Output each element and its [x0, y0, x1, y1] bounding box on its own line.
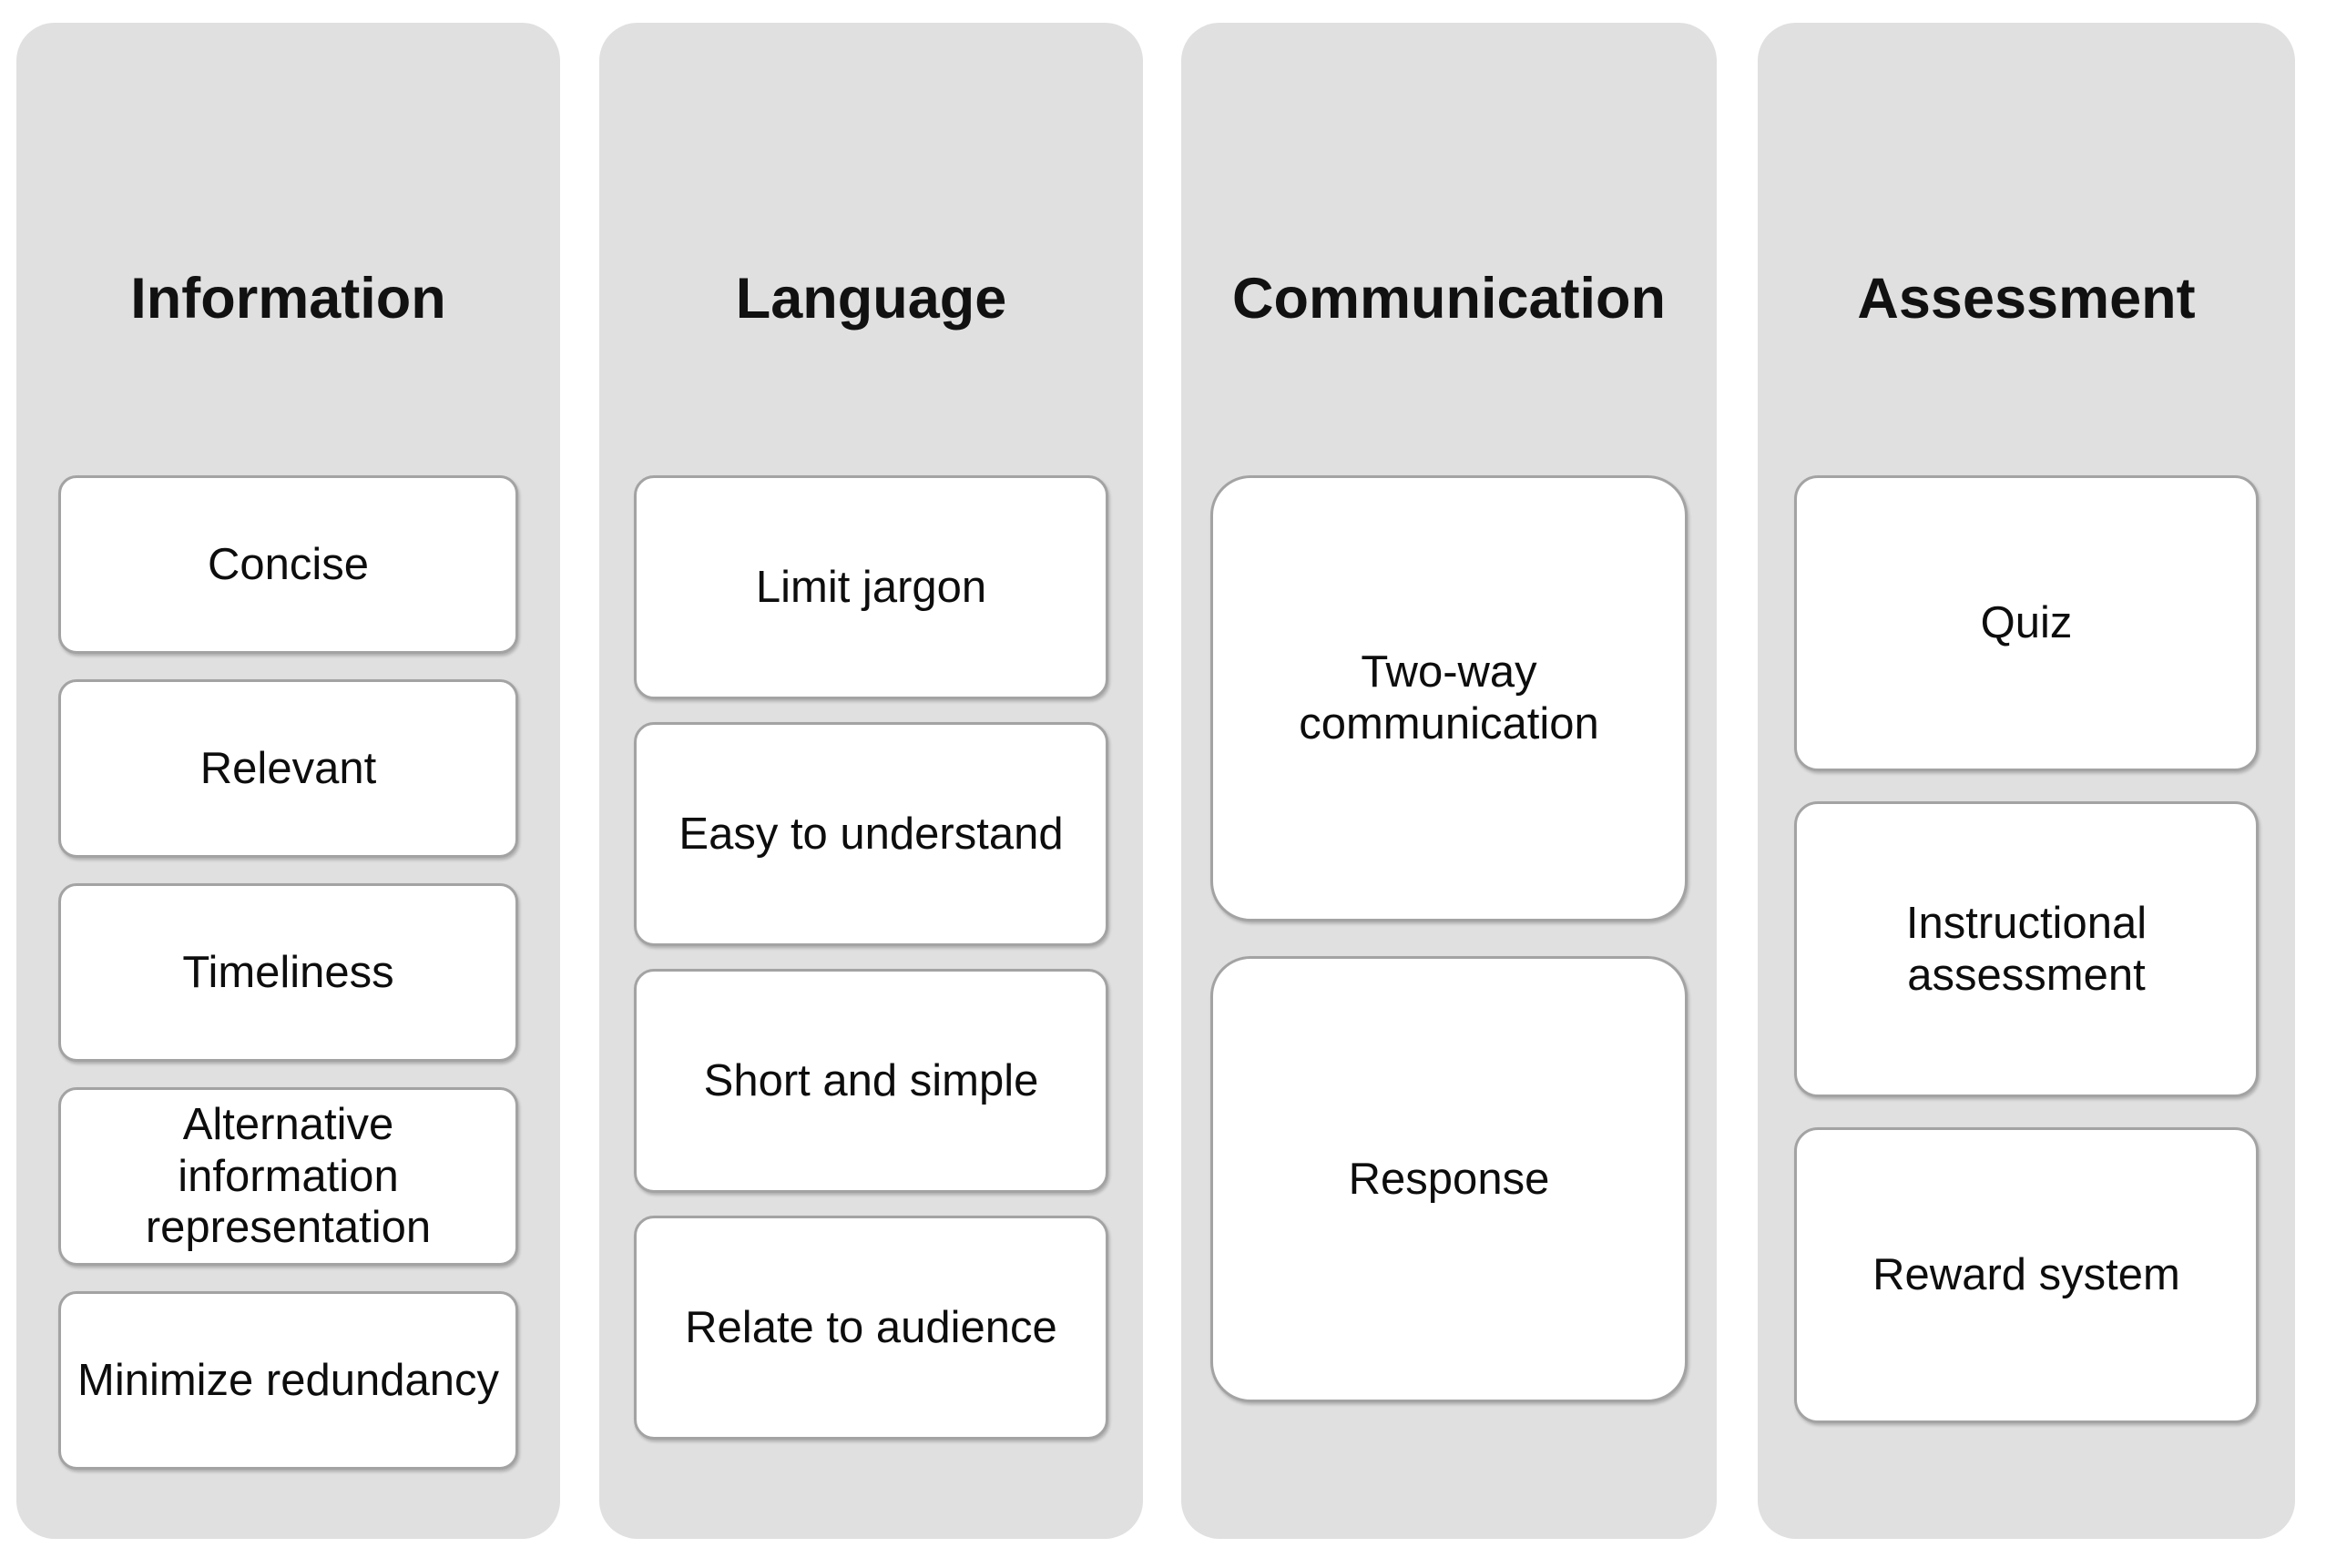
item-box-relate-to-audience[interactable]: Relate to audience: [634, 1216, 1108, 1440]
item-label: Timeliness: [182, 947, 394, 997]
item-label: Quiz: [1980, 598, 2073, 648]
item-label: Relate to audience: [685, 1302, 1057, 1352]
column-title-information: Information: [130, 267, 446, 331]
column-title-assessment: Assessment: [1857, 267, 2196, 331]
item-label: Concise: [207, 539, 370, 589]
item-box-quiz[interactable]: Quiz: [1794, 475, 2259, 771]
item-box-alternative-information-representation[interactable]: Alternative information representation: [58, 1087, 518, 1266]
item-box-easy-to-understand[interactable]: Easy to understand: [634, 722, 1108, 946]
item-label: Response: [1348, 1154, 1550, 1204]
item-label: Short and simple: [703, 1055, 1039, 1105]
column-items-communication: Two-way communication Response: [1181, 475, 1717, 1402]
item-label: Minimize redundancy: [77, 1355, 499, 1405]
column-items-assessment: Quiz Instructional assessment Reward sys…: [1758, 475, 2295, 1423]
item-box-response[interactable]: Response: [1210, 956, 1688, 1402]
item-box-minimize-redundancy[interactable]: Minimize redundancy: [58, 1291, 518, 1470]
item-box-timeliness[interactable]: Timeliness: [58, 883, 518, 1062]
column-items-language: Limit jargon Easy to understand Short an…: [599, 475, 1143, 1440]
column-panel-information: Information Concise Relevant Timeliness …: [16, 23, 560, 1539]
item-label: Easy to understand: [678, 809, 1064, 859]
item-box-instructional-assessment[interactable]: Instructional assessment: [1794, 801, 2259, 1097]
item-box-concise[interactable]: Concise: [58, 475, 518, 654]
item-box-limit-jargon[interactable]: Limit jargon: [634, 475, 1108, 699]
item-label: Reward system: [1872, 1250, 2180, 1300]
column-panel-assessment: Assessment Quiz Instructional assessment…: [1758, 23, 2295, 1539]
item-box-relevant[interactable]: Relevant: [58, 679, 518, 858]
item-label: Relevant: [199, 743, 377, 793]
column-title-language: Language: [735, 267, 1007, 331]
item-box-short-and-simple[interactable]: Short and simple: [634, 969, 1108, 1193]
item-box-reward-system[interactable]: Reward system: [1794, 1127, 2259, 1423]
item-label: Instructional assessment: [1905, 898, 2147, 1000]
column-panel-communication: Communication Two-way communication Resp…: [1181, 23, 1717, 1539]
column-title-communication: Communication: [1231, 267, 1666, 331]
item-label: Two-way communication: [1299, 647, 1599, 748]
item-label: Alternative information representation: [145, 1099, 432, 1253]
item-label: Limit jargon: [755, 562, 987, 612]
column-items-information: Concise Relevant Timeliness Alternative …: [16, 475, 560, 1470]
column-panel-language: Language Limit jargon Easy to understand…: [599, 23, 1143, 1539]
item-box-two-way-communication[interactable]: Two-way communication: [1210, 475, 1688, 921]
